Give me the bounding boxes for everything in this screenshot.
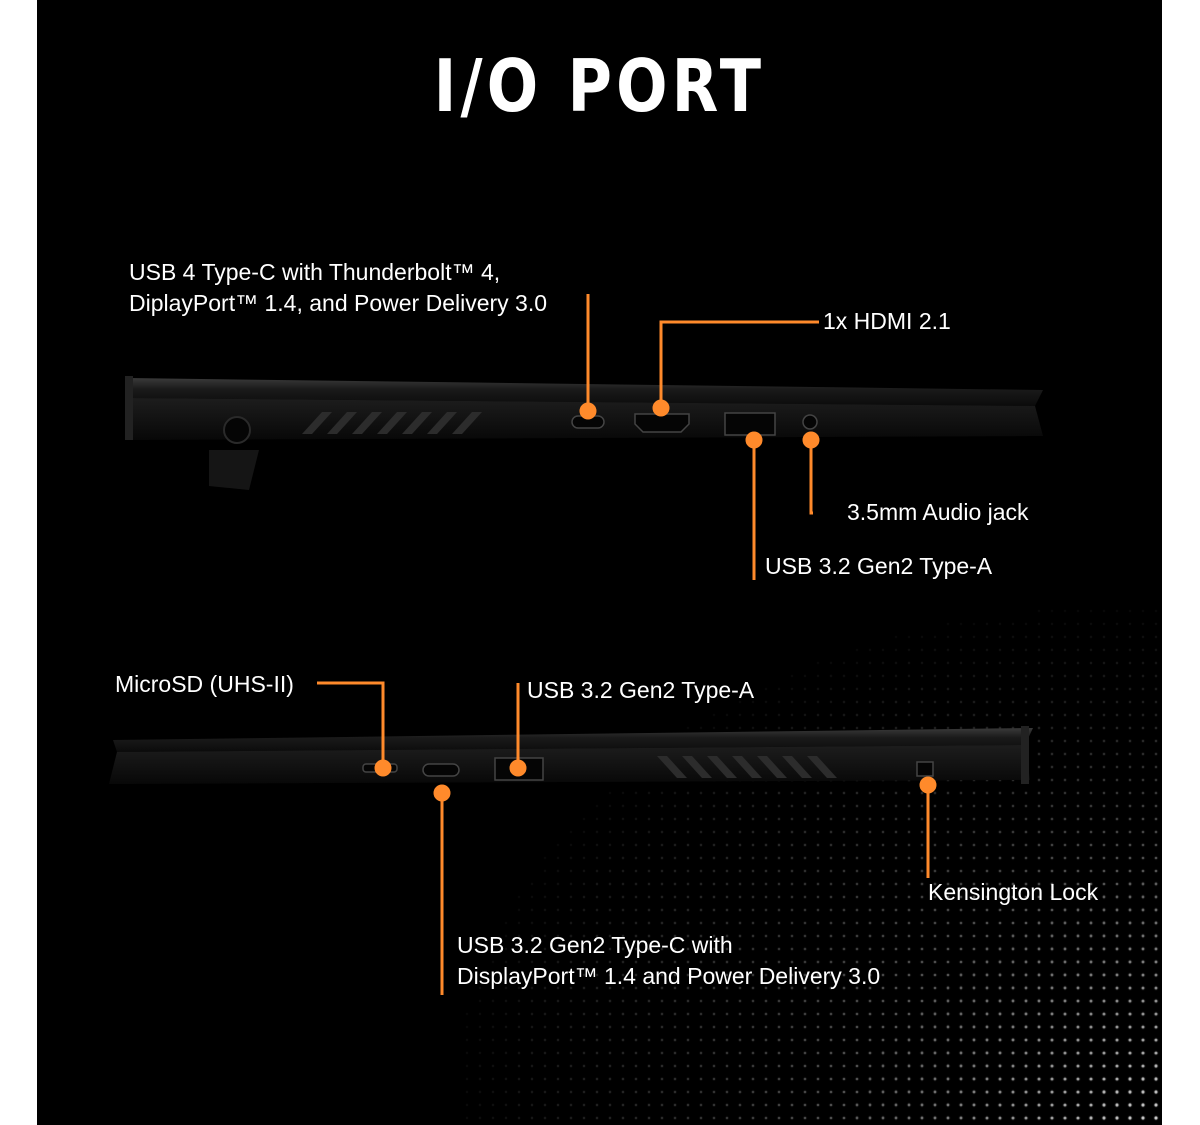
port-audio-left [223, 416, 251, 444]
callout-dot-kensington [919, 776, 937, 794]
label-audio-jack: 3.5mm Audio jack [847, 499, 1029, 525]
callout-dot-usb-c-left [433, 784, 451, 802]
port-usb-c-left [422, 763, 460, 777]
callout-dot-usb4 [579, 402, 597, 420]
label-usb-a-right: USB 3.2 Gen2 Type-A [765, 553, 993, 579]
laptop-left-side [109, 726, 1033, 784]
dot-pattern-background [37, 0, 1162, 1125]
label-usb-c-line2: DisplayPort™ 1.4 and Power Delivery 3.0 [457, 963, 881, 989]
hinge [125, 376, 133, 440]
callout-lines [317, 294, 930, 995]
label-kensington-lock: Kensington Lock [928, 879, 1099, 905]
callout-dot-hdmi [652, 399, 670, 417]
callout-dot-microsd [374, 759, 392, 777]
label-usb4-typec: USB 4 Type-C with Thunderbolt™ 4, Diplay… [129, 257, 547, 319]
callout-dot-audio [802, 431, 820, 449]
laptop-foot [209, 450, 259, 490]
callout-line-microsd [317, 681, 385, 767]
port-hdmi [634, 413, 690, 433]
hinge [1021, 726, 1029, 784]
callout-dot-usb-a-right [745, 431, 763, 449]
label-microsd: MicroSD (UHS-II) [115, 671, 294, 697]
label-usb4-line2: DiplayPort™ 1.4, and Power Delivery 3.0 [129, 290, 548, 316]
io-port-panel: I/O PORT USB 4 Type-C with Thunderbolt™ … [37, 0, 1162, 1125]
port-audio-jack [802, 414, 818, 430]
callout-dot-usb-a-left [509, 759, 527, 777]
vent-grille [302, 412, 482, 434]
port-usb-a-right [724, 412, 776, 436]
label-usb4-line1: USB 4 Type-C with Thunderbolt™ 4, [129, 259, 501, 285]
label-hdmi: 1x HDMI 2.1 [823, 308, 951, 334]
label-usb-c-line1: USB 3.2 Gen2 Type-C with [457, 932, 733, 958]
vent-grille [657, 756, 837, 778]
laptop-lid-edge [113, 728, 1033, 752]
callout-dots [374, 399, 937, 802]
port-kensington [916, 761, 934, 777]
label-usb-c-left: USB 3.2 Gen2 Type-C with DisplayPort™ 1.… [457, 930, 880, 992]
callout-line-hdmi [659, 320, 819, 407]
page-title: I/O PORT [433, 44, 766, 128]
label-usb-a-left: USB 3.2 Gen2 Type-A [527, 677, 755, 703]
laptop-illustration [109, 294, 1043, 995]
laptop-lid-edge [127, 378, 1043, 406]
callout-line-audio [809, 441, 813, 515]
laptop-right-side [125, 376, 1043, 490]
